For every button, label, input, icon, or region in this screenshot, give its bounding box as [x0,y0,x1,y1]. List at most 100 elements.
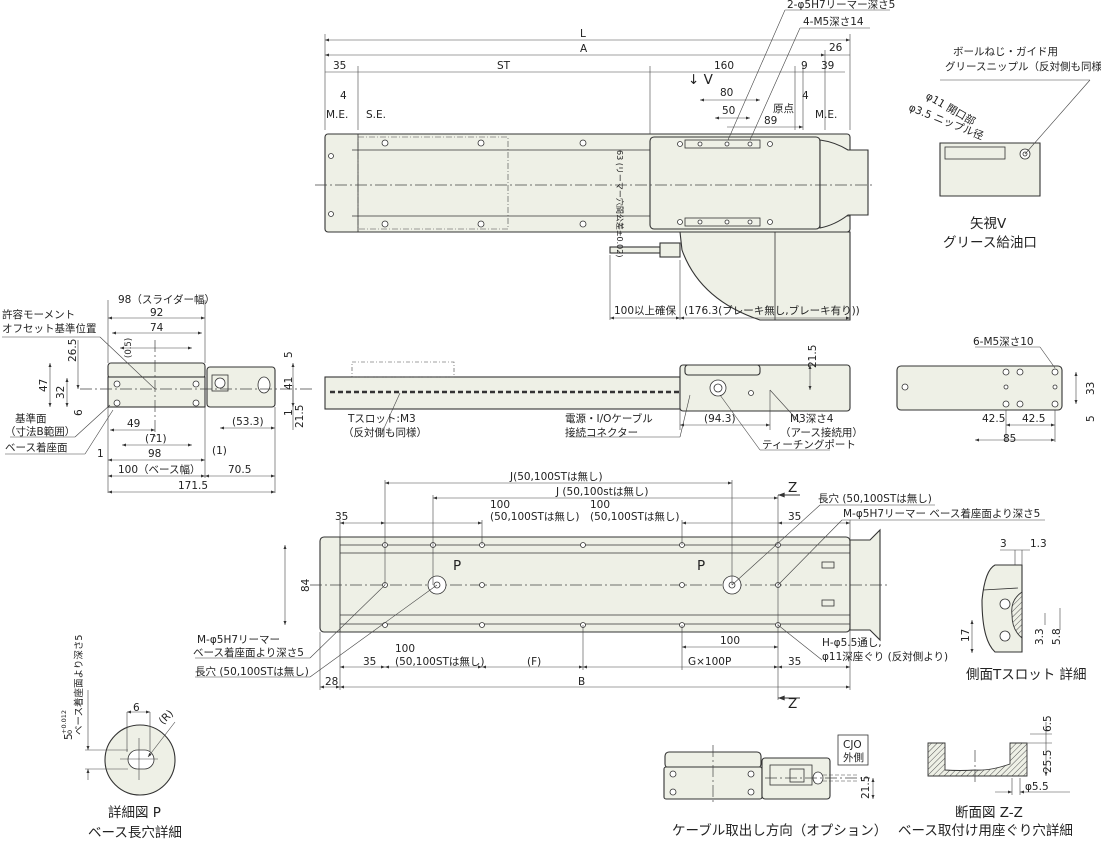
label-reamer-right: M-φ5H7リーマー ベース着座面より深さ5 [843,507,1040,520]
dim-6: 6 [73,409,85,416]
section-zz-title: 断面図 Z-Z [955,805,1023,821]
detail-mark-p-left: P [453,558,461,574]
dim-tslot-3-3: 3.3 [1034,628,1046,645]
dim-35-b: 35 [788,511,801,523]
dim-42-5-right: 42.5 [1022,413,1045,425]
dim-tslot-1-3: 1.3 [1030,538,1047,550]
dim-21-5: 21.5 [294,405,306,428]
dim-53-3: (53.3) [232,416,264,428]
dim-tslot-17: 17 [960,629,972,642]
dim-zz-6-5: 6.5 [1042,715,1054,732]
dim-70-5: 70.5 [228,464,251,476]
label-origin: 原点 [773,103,794,115]
dim-80: 80 [720,87,733,99]
label-hole-1: H-φ5.5通し, [822,637,882,649]
dim-41: 41 [283,377,295,390]
label-reamer-left-2: ベース着座面より深さ5 [193,646,304,659]
detail-p: 6 (R) 5 +0.012 0 ベース着座面より深さ5 詳細図 P ベース長穴… [60,635,182,841]
tslot-detail-title: 側面Tスロット 詳細 [966,667,1087,683]
base-bottom [319,536,851,633]
dim-98: 98 [148,448,161,460]
dim-39: 39 [821,60,834,72]
note-100-c: (50,100STは無し) [395,655,485,668]
label-m5-holes: 4-M5深さ14 [803,16,864,28]
label-tslot: Tスロット:M3 [347,413,416,425]
label-nipple-2: グリースニップル（反対側も同様） [945,60,1101,73]
detail-mark-p-right: P [697,558,705,574]
view-v-subtitle: グリース給油口 [943,235,1037,251]
dim-85: 85 [1003,433,1016,445]
dim-p-tolerance-upper: +0.012 [60,710,68,734]
dim-100-b: 100 [590,499,610,511]
dim-26: 26 [829,42,843,54]
dim-A: A [580,43,588,55]
dim-74: 74 [150,322,164,334]
dim-4-right: 4 [802,90,809,102]
dim-84: 84 [300,578,312,592]
dim-p-6: 6 [133,702,140,714]
dim-33: 33 [1085,382,1097,395]
dim-28: 28 [325,676,338,688]
label-ground: （アース接続用） [780,426,863,439]
label-moment-2: オフセット基準位置 [2,322,97,335]
label-cjo: CJO [843,739,862,751]
section-zz: 6.5 25.5 φ5.5 断面図 Z-Z ベース取付け用座ぐり穴詳細 [898,715,1073,839]
dim-47: 47 [38,379,50,392]
label-cable-clearance: 100以上確保 [614,304,677,317]
dim-0-5: (0.5) [124,338,134,358]
dim-tslot-5-8: 5.8 [1051,628,1063,645]
label-motor-length: (176.3(ブレーキ無し,ブレーキ有り)) [684,304,860,317]
dim-side-21-5: 21.5 [807,345,819,368]
detail-p-subtitle: ベース長穴詳細 [88,825,182,841]
label-me-left: M.E. [326,109,348,121]
note-100-a: (50,100STは無し) [490,510,580,523]
label-reamer-holes: 2-φ5H7リーマー深さ5 [787,0,895,11]
dim-5: 5 [283,351,295,358]
dim-35: 35 [333,60,346,72]
dim-89: 89 [764,115,777,127]
dim-1-right: 1 [283,409,295,416]
side-view: Tスロット:M3 （反対側も同様） 電源・I/Oケーブル 接続コネクター (94… [324,345,863,451]
label-reference-range: （寸法B範囲） [5,425,75,438]
cable-option-title: ケーブル取出し方向（オプション） [672,822,887,839]
label-reamer-pitch: 63 (リーマー穴間公差±0.02) [615,150,625,257]
dim-100-d: 100 [720,635,740,647]
rear-view: 6-M5深さ10 33 5 42.5 42.5 85 [896,336,1097,445]
dim-35-a: 35 [335,511,348,523]
mount-holes [328,139,773,228]
cable-option-view: CJO 外側 21.5 ケーブル取出し方向（オプション） [663,734,887,839]
label-tslot-note: （反対側も同様） [343,426,427,439]
dim-35-c: 35 [363,656,376,668]
dim-160: 160 [714,60,734,72]
dim-L: L [580,28,586,40]
label-slot-right: 長穴 (50,100STは無し) [818,492,932,505]
section-mark-z-top: Z [788,480,797,496]
dim-26-5: 26.5 [67,339,79,362]
slider [649,136,821,230]
dim-J-1: J(50,100STは無し) [509,470,603,483]
dim-100-a: 100 [490,499,510,511]
label-nipple-1: ボールねじ・ガイド用 [953,46,1058,58]
dim-50: 50 [722,105,735,117]
dim-32: 32 [55,386,67,399]
dim-171-5: 171.5 [178,480,208,492]
dim-9: 9 [801,60,808,72]
dim-92: 92 [150,307,163,319]
dim-G: G×100P [688,656,731,668]
view-v-title: 矢視V [970,216,1007,232]
label-moment-1: 許容モーメント [2,308,75,321]
base-holes [382,542,781,628]
dim-B: B [578,676,585,688]
dim-42-5-left: 42.5 [982,413,1005,425]
dim-slider-width: 98（スライダー幅） [118,293,215,306]
label-slot-left: 長穴 (50,100STは無し) [195,665,309,678]
label-connector-1: 電源・I/Oケーブル [565,412,653,425]
dim-71: (71) [145,433,167,445]
view-v: ボールねじ・ガイド用 グリースニップル（反対側も同様） φ11 開口部 φ3.5… [907,46,1101,251]
bottom-view: J(50,100STは無し) J (50,100stは無し) 100 (50,1… [193,470,1045,712]
label-teaching-port: ティーチングポート [762,438,856,451]
dim-base-width: 100（ベース幅） [118,463,201,476]
label-m3: M3深さ4 [790,413,834,425]
dim-94-3: (94.3) [704,413,736,425]
label-connector-2: 接続コネクター [565,426,638,439]
